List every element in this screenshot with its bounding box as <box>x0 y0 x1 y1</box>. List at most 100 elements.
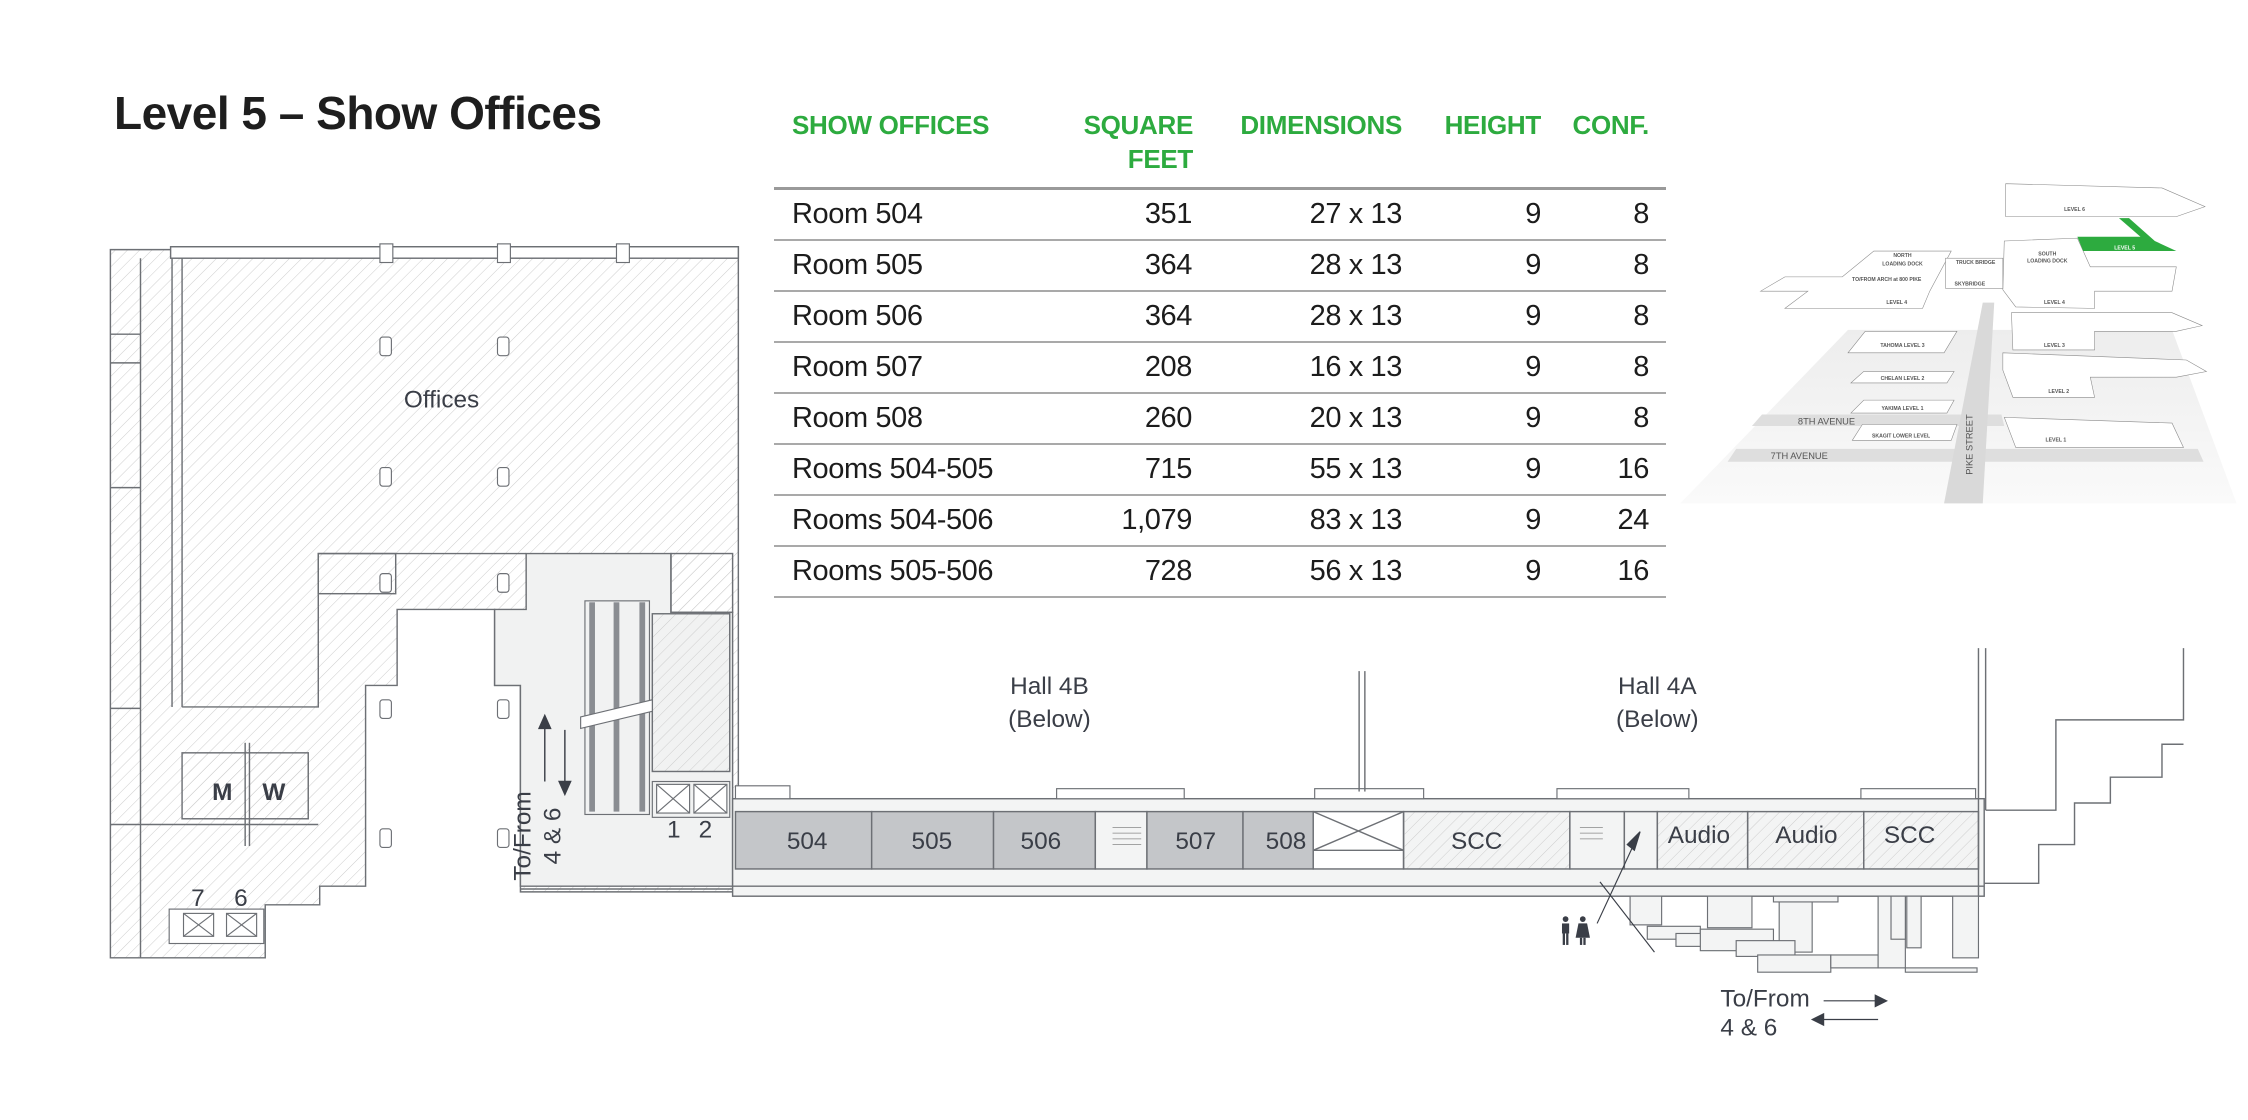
row-divider <box>774 290 1666 292</box>
cell-dimensions: 28 x 13 <box>1309 249 1403 281</box>
inset-south-dock: LOADING DOCK <box>2027 259 2068 265</box>
elevator-6-label: 6 <box>234 885 248 912</box>
cell-name: Room 506 <box>792 300 923 332</box>
inset-arch: TO/FROM ARCH at 800 PIKE <box>1852 277 1922 283</box>
cell-dimensions: 27 x 13 <box>1309 198 1403 230</box>
room-508-label: 508 <box>1266 828 1307 855</box>
elevators-6-7 <box>168 908 265 945</box>
header-dimensions: DIMENSIONS <box>1240 110 1402 140</box>
room-505-label: 505 <box>912 828 953 855</box>
row-divider <box>774 392 1666 394</box>
inset-north-dock: NORTH <box>1893 253 1912 259</box>
cell-conf: 16 <box>1617 555 1650 587</box>
header-show-offices: SHOW OFFICES <box>792 110 990 140</box>
scc-room-label: SCC <box>1884 822 1935 849</box>
inset-tahoma: TAHOMA LEVEL 3 <box>1880 343 1924 349</box>
floors-label: 4 & 6 <box>540 808 567 865</box>
lower-stairs <box>1629 895 1980 973</box>
cell-dimensions: 83 x 13 <box>1309 504 1403 536</box>
inset-level6: LEVEL 6 <box>2064 207 2085 213</box>
inset-south-dock: SOUTH <box>2038 251 2056 257</box>
restroom-icon <box>1561 916 1590 945</box>
row-divider <box>774 239 1666 241</box>
escalators <box>580 600 653 816</box>
row-divider <box>774 341 1666 343</box>
inset-skagit: SKAGIT LOWER LEVEL <box>1872 433 1930 439</box>
cell-height: 9 <box>1525 555 1541 587</box>
left-arrow-icon <box>1810 1012 1879 1027</box>
cell-height: 9 <box>1525 300 1541 332</box>
inset-8th-avenue: 8TH AVENUE <box>1798 417 1855 427</box>
audio-room-label: Audio <box>1775 822 1837 849</box>
cell-conf: 8 <box>1633 249 1649 281</box>
cell-sqft: 1,079 <box>1121 504 1192 536</box>
inset-truck-bridge: TRUCK BRIDGE <box>1956 260 1996 266</box>
cell-dimensions: 20 x 13 <box>1309 402 1403 434</box>
cell-name: Room 507 <box>792 351 923 383</box>
elevator-1-label: 1 <box>667 816 681 843</box>
cell-conf: 16 <box>1617 453 1650 485</box>
cell-conf: 8 <box>1633 198 1649 230</box>
elevator-2-label: 2 <box>699 816 713 843</box>
cell-name: Rooms 504-505 <box>792 453 994 485</box>
cell-conf: 24 <box>1617 504 1650 536</box>
inset-skybridge: SKYBRIDGE <box>1955 281 1986 287</box>
cell-height: 9 <box>1525 504 1541 536</box>
inset-7th-avenue: 7TH AVENUE <box>1771 451 1828 461</box>
cell-sqft: 208 <box>1144 351 1193 383</box>
room-506-label: 506 <box>1021 828 1062 855</box>
cell-name: Room 504 <box>792 198 923 230</box>
cell-name: Room 508 <box>792 402 923 434</box>
floors-label: 4 & 6 <box>1720 1014 1777 1041</box>
row-divider <box>774 596 1666 598</box>
mens-restroom-label: M <box>212 779 232 806</box>
cell-dimensions: 56 x 13 <box>1309 555 1403 587</box>
cell-height: 9 <box>1525 351 1541 383</box>
cell-sqft: 364 <box>1144 249 1193 281</box>
inset-level1: LEVEL 1 <box>2045 438 2066 444</box>
cell-height: 9 <box>1525 249 1541 281</box>
offices-label: Offices <box>404 386 479 413</box>
cell-name: Rooms 505-506 <box>792 555 994 587</box>
level-5-highlight <box>2077 218 2177 252</box>
to-from-label: To/From <box>509 791 536 880</box>
row-divider <box>774 443 1666 445</box>
cell-height: 9 <box>1525 402 1541 434</box>
cell-dimensions: 28 x 13 <box>1309 300 1403 332</box>
room-507-label: 507 <box>1175 828 1216 855</box>
row-divider <box>774 545 1666 547</box>
audio-room-label: Audio <box>1668 822 1730 849</box>
to-from-label: To/From <box>1720 986 1809 1013</box>
womens-restroom-label: W <box>262 779 285 806</box>
page-title: Level 5 – Show Offices <box>114 87 602 139</box>
cell-height: 9 <box>1525 453 1541 485</box>
cell-sqft: 351 <box>1144 198 1193 230</box>
right-arrow-icon <box>1823 994 1888 1008</box>
inset-level5: LEVEL 5 <box>2114 246 2135 252</box>
elevator-7-label: 7 <box>191 885 205 912</box>
header-square-feet-2: FEET <box>1127 144 1194 174</box>
scc-room-label: SCC <box>1451 828 1502 855</box>
cell-sqft: 715 <box>1144 453 1193 485</box>
room-504-label: 504 <box>787 828 828 855</box>
cell-dimensions: 55 x 13 <box>1309 453 1403 485</box>
cell-dimensions: 16 x 13 <box>1309 351 1403 383</box>
inset-level3: LEVEL 3 <box>2044 343 2065 349</box>
cell-conf: 8 <box>1633 351 1649 383</box>
header-square-feet: SQUARE <box>1083 110 1194 140</box>
show-office-corridor: 504 505 506 507 508 SCC Audio Audio SCC … <box>520 648 2185 1041</box>
hall-4b-below-label: (Below) <box>1008 706 1091 733</box>
inset-north-dock: LOADING DOCK <box>1882 261 1923 267</box>
inset-yakima: YAKIMA LEVEL 1 <box>1882 406 1924 412</box>
hall-4a-label: Hall 4A <box>1618 673 1697 700</box>
inset-chelan: CHELAN LEVEL 2 <box>1881 376 1925 382</box>
cell-sqft: 728 <box>1144 555 1193 587</box>
inset-level2: LEVEL 2 <box>2048 389 2069 395</box>
header-conf: CONF. <box>1572 110 1649 140</box>
cell-sqft: 364 <box>1144 300 1193 332</box>
cell-sqft: 260 <box>1144 402 1193 434</box>
hall-4b-label: Hall 4B <box>1010 673 1089 700</box>
inset-level4: LEVEL 4 <box>1886 300 1907 306</box>
header-height: HEIGHT <box>1444 110 1542 140</box>
